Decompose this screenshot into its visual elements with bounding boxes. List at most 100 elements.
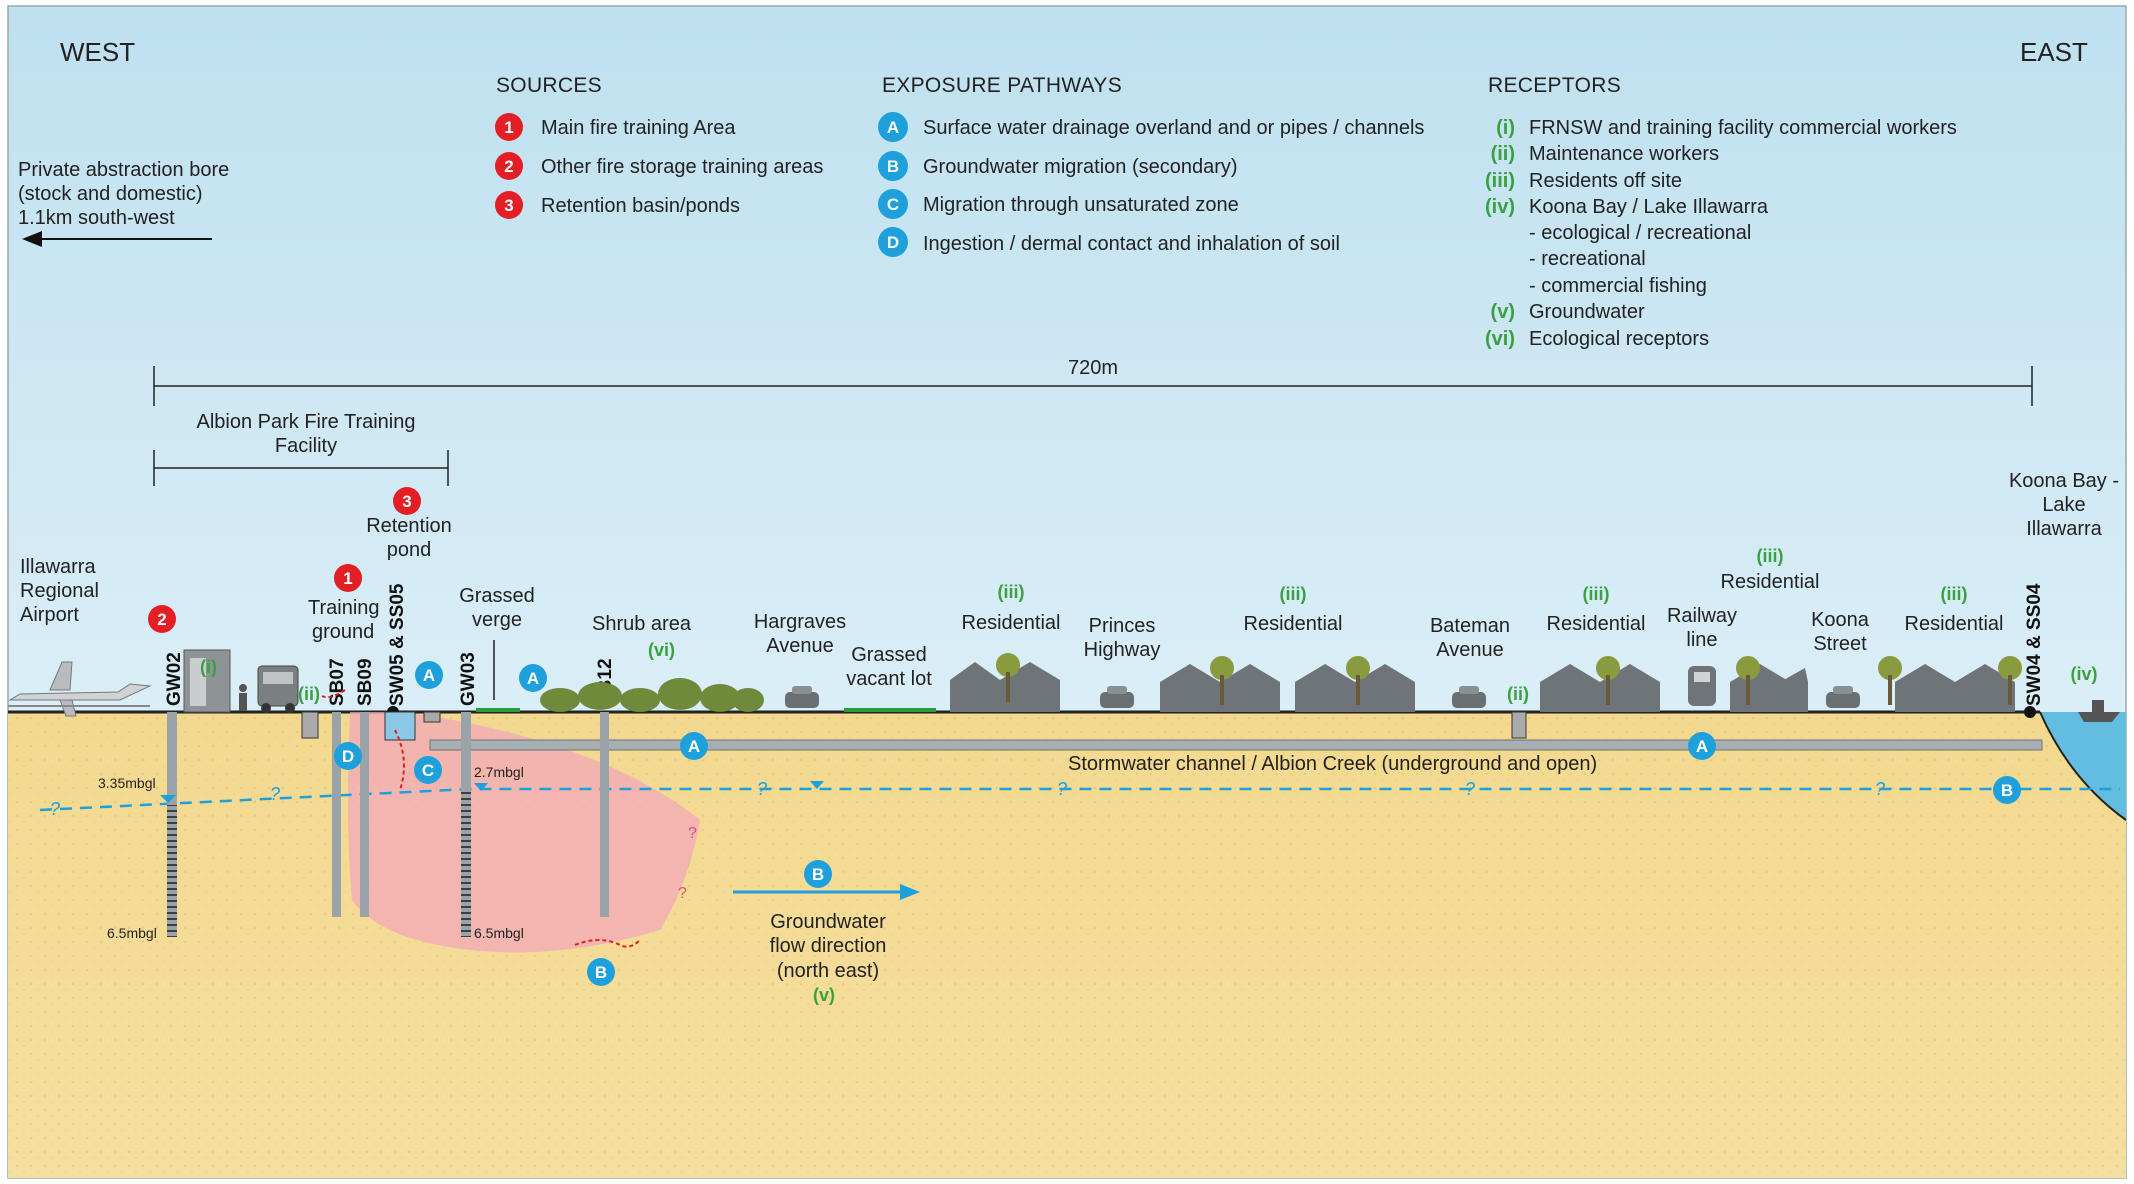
abstraction-bore-line3: 1.1km south-west bbox=[18, 207, 175, 229]
shrub-area-label: Shrub area bbox=[592, 613, 692, 635]
retention-pond-label-2: pond bbox=[387, 539, 432, 561]
abstraction-bore-line2: (stock and domestic) bbox=[18, 183, 203, 205]
pit-right bbox=[423, 711, 441, 723]
receptor-list: (i) FRNSW and training facility commerci… bbox=[1485, 117, 1957, 350]
receptor-tag-i: (i) bbox=[200, 657, 217, 677]
gw03-water-level-marker bbox=[474, 783, 488, 791]
svg-text:- ecological / recreational: - ecological / recreational bbox=[1529, 222, 1751, 244]
receptor-tag-iii-1: (iii) bbox=[998, 582, 1025, 602]
pathway-b-marker-lake: B bbox=[1993, 776, 2021, 804]
receptor-tag-ii: (ii) bbox=[298, 684, 320, 704]
pathway-a-marker-verge: A bbox=[519, 664, 547, 692]
pathway-a-marker-pond: A bbox=[415, 661, 443, 689]
car-icon-bateman bbox=[1452, 686, 1486, 708]
svg-text:A: A bbox=[423, 666, 435, 685]
svg-text:A: A bbox=[527, 669, 539, 688]
source-item-2: 2 Other fire storage training areas bbox=[495, 152, 823, 180]
pathway-item-c: C Migration through unsaturated zone bbox=[878, 189, 1239, 219]
receptor-tag-iii-4: (iii) bbox=[1757, 546, 1784, 566]
pathway-item-b: B Groundwater migration (secondary) bbox=[878, 151, 1238, 181]
houses-group-5 bbox=[1895, 664, 2015, 712]
receptor-tag-vi: (vi) bbox=[648, 640, 675, 660]
svg-text:2: 2 bbox=[504, 157, 513, 176]
svg-text:?: ? bbox=[50, 799, 60, 819]
worker-figure bbox=[239, 684, 247, 711]
svg-text:B: B bbox=[2001, 781, 2013, 800]
receptor-tag-ii-2: (ii) bbox=[1507, 684, 1529, 704]
svg-text:B: B bbox=[887, 157, 899, 176]
svg-text:SB09: SB09 bbox=[355, 658, 376, 706]
car-icon-hargraves bbox=[785, 686, 819, 708]
abstraction-bore-line1: Private abstraction bore bbox=[18, 159, 229, 181]
residential-label-3: Residential bbox=[1547, 613, 1646, 635]
gw02-base-depth: 6.5mbgl bbox=[107, 925, 157, 941]
svg-text:Albion Park Fire Training: Albion Park Fire Training bbox=[197, 411, 416, 433]
svg-text:Groundwater migration (seconda: Groundwater migration (secondary) bbox=[923, 156, 1238, 178]
retention-pond bbox=[384, 711, 416, 741]
plume-edge-unknowns: ? ? bbox=[678, 825, 697, 902]
pathway-item-d: D Ingestion / dermal contact and inhalat… bbox=[878, 227, 1340, 257]
grassed-verge-label-1: Grassed bbox=[459, 585, 535, 607]
well-sw04: SW04 & SS04 bbox=[2024, 583, 2045, 718]
receptor-tag-iii-5: (iii) bbox=[1941, 584, 1968, 604]
svg-text:Main fire training Area: Main fire training Area bbox=[541, 117, 736, 139]
svg-text:A: A bbox=[1696, 737, 1708, 756]
retention-pond-label-1: Retention bbox=[366, 515, 452, 537]
gw03-water-depth: 2.7mbgl bbox=[474, 764, 524, 780]
svg-text:2: 2 bbox=[157, 610, 166, 629]
training-building bbox=[183, 649, 231, 713]
svg-text:SB07: SB07 bbox=[327, 658, 348, 706]
well-sw05: SW05 & SS05 bbox=[387, 583, 408, 718]
svg-text:Surface water drainage overlan: Surface water drainage overland and or p… bbox=[923, 117, 1424, 139]
svg-text:Facility: Facility bbox=[275, 435, 337, 457]
pit-left bbox=[301, 711, 319, 739]
source-item-3: 3 Retention basin/ponds bbox=[495, 191, 740, 219]
pathway-item-a: A Surface water drainage overland and or… bbox=[878, 112, 1424, 142]
svg-text:(iii): (iii) bbox=[1485, 170, 1515, 192]
svg-text:C: C bbox=[887, 195, 899, 214]
gw-flow-label-1: Groundwater bbox=[770, 911, 886, 933]
pathway-a-marker-channel-2: A bbox=[1688, 732, 1716, 760]
svg-text:Koona Bay / Lake Illawarra: Koona Bay / Lake Illawarra bbox=[1529, 196, 1769, 218]
gw-flow-arrow bbox=[733, 884, 920, 900]
receptor-tag-iv: (iv) bbox=[2071, 664, 2098, 684]
princes-label-2: Highway bbox=[1084, 639, 1161, 661]
svg-text:Ingestion / dermal contact and: Ingestion / dermal contact and inhalatio… bbox=[923, 233, 1340, 255]
svg-text:1: 1 bbox=[343, 569, 352, 588]
svg-text:- commercial fishing: - commercial fishing bbox=[1529, 275, 1707, 297]
facility-bracket: Albion Park Fire Training Facility bbox=[153, 411, 449, 486]
well-gw02: GW02 bbox=[164, 652, 185, 937]
airport-label-2: Regional bbox=[20, 580, 99, 602]
pathways-title: EXPOSURE PATHWAYS bbox=[882, 74, 1122, 97]
well-gw03: GW03 bbox=[458, 652, 479, 937]
east-label: EAST bbox=[2020, 37, 2088, 67]
svg-text:?: ? bbox=[270, 784, 280, 804]
training-ground-label-1: Training bbox=[308, 597, 380, 619]
svg-text:3: 3 bbox=[504, 196, 513, 215]
koona-street-label-2: Street bbox=[1813, 633, 1867, 655]
svg-text:C: C bbox=[422, 761, 434, 780]
hargraves-label-1: Hargraves bbox=[754, 611, 846, 633]
svg-text:(iv): (iv) bbox=[1485, 196, 1515, 218]
koona-street-label-1: Koona bbox=[1811, 609, 1870, 631]
svg-text:Maintenance workers: Maintenance workers bbox=[1529, 143, 1719, 165]
fire-truck-icon bbox=[257, 665, 299, 713]
svg-text:- recreational: - recreational bbox=[1529, 248, 1646, 270]
vacant-lot-label-1: Grassed bbox=[851, 644, 927, 666]
pathway-b-marker-plume: B bbox=[587, 958, 615, 986]
svg-text:GW02: GW02 bbox=[164, 652, 185, 706]
shrub-vegetation bbox=[540, 678, 764, 712]
gw-flow-label-2: flow direction bbox=[770, 935, 887, 957]
railway-label-1: Railway bbox=[1667, 605, 1737, 627]
pathway-c-marker: C bbox=[414, 756, 442, 784]
water-level-marker-mid bbox=[810, 781, 824, 789]
koona-bay-label-3: Illawarra bbox=[2026, 518, 2102, 540]
svg-text:720m: 720m bbox=[1068, 357, 1118, 379]
hargraves-label-2: Avenue bbox=[766, 635, 833, 657]
pathway-d-marker: D bbox=[334, 742, 362, 770]
receptor-tag-iii-3: (iii) bbox=[1583, 584, 1610, 604]
svg-text:3: 3 bbox=[402, 492, 411, 511]
gw02-water-level-marker bbox=[160, 795, 176, 803]
receptors-title: RECEPTORS bbox=[1488, 74, 1621, 97]
